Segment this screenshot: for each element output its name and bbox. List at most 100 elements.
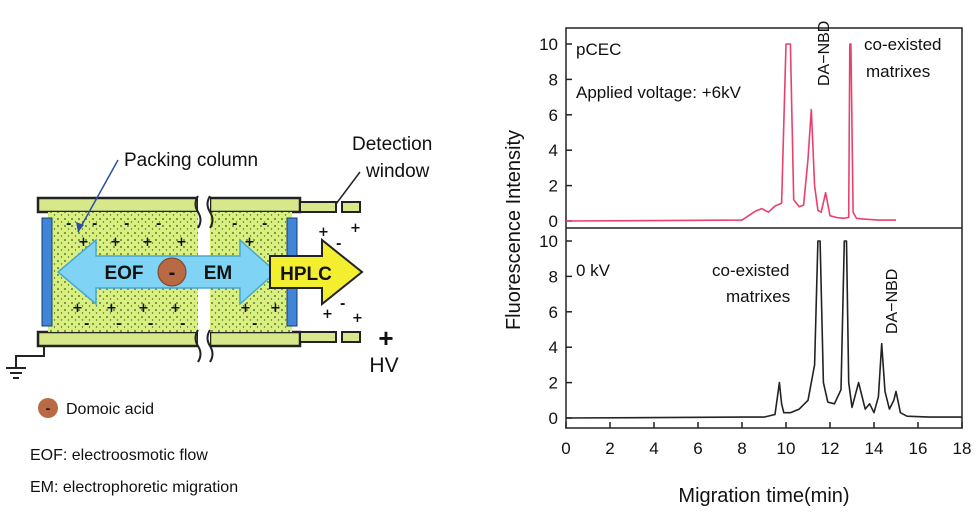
bottom-matrix-label-line2: matrixes: [726, 287, 790, 306]
chromatogram-trace: [565, 240, 962, 419]
detection-window-label-line2: window: [365, 161, 430, 182]
svg-text:+: +: [170, 301, 181, 316]
top-matrix-label-line1: co-existed: [864, 35, 941, 54]
particle-charge: -: [169, 262, 176, 284]
svg-text:+: +: [322, 307, 333, 322]
legend-em-definition: EM: electrophoretic migration: [30, 479, 238, 496]
top-panel: 0 2 4 6 8 10: [539, 35, 896, 231]
x-tick-label: 4: [649, 439, 658, 458]
packing-column-label: Packing column: [124, 150, 258, 171]
x-tick-label: 16: [909, 439, 928, 458]
y-tick-label: 4: [549, 141, 558, 160]
y-tick-label: 4: [549, 338, 558, 357]
legend-marker-charge: -: [46, 400, 51, 416]
svg-text:-: -: [92, 217, 97, 232]
svg-text:-: -: [116, 317, 121, 332]
svg-text:+: +: [106, 301, 117, 316]
y-axis-title: Fluorescence Intensity: [503, 130, 525, 330]
svg-text:-: -: [252, 317, 257, 332]
column-schematic: ------ +++++ ++++++ ----- +-++-+ EOF EM …: [6, 134, 432, 496]
bottom-panel: 0 2 4 6 8 10: [539, 232, 962, 428]
svg-text:+: +: [110, 235, 121, 250]
svg-text:-: -: [336, 237, 341, 252]
y-tick-label: 2: [549, 374, 558, 393]
svg-text:+: +: [78, 235, 89, 250]
column-bottom-wall: [36, 330, 200, 348]
chromatogram-chart: 0 2 4 6 8 10 0 2 4 6 8 10 0 2 4 6 8 10 12 14 16 18 pCEC App…: [503, 21, 971, 507]
svg-text:+: +: [318, 225, 329, 240]
svg-text:-: -: [262, 217, 267, 232]
x-tick-label: 2: [605, 439, 614, 458]
y-tick-label: 10: [539, 35, 558, 54]
legend-domoic-acid: Domoic acid: [66, 401, 154, 418]
wall-charges: ------ +++++ ++++++ ----- +-++-+: [66, 217, 363, 332]
svg-text:-: -: [180, 317, 185, 332]
bottom-matrix-label-line1: co-existed: [712, 261, 789, 280]
hplc-arrow: [269, 237, 364, 307]
packing-column-pointer: [77, 159, 119, 233]
svg-text:-: -: [232, 217, 237, 232]
top-panel-voltage: Applied voltage: +6kV: [576, 83, 742, 102]
x-tick-label: 6: [693, 439, 702, 458]
pointer-arrowhead: [76, 222, 84, 232]
chromatogram-trace: [565, 43, 896, 222]
top-matrix-label-line2: matrixes: [866, 62, 930, 81]
svg-text:+: +: [240, 301, 251, 316]
y-tick-label: 8: [549, 70, 558, 89]
column-top-wall: [36, 196, 200, 214]
ground-symbol: [6, 346, 45, 379]
bottom-panel-title: 0 kV: [576, 261, 611, 280]
column-top-wall: [208, 196, 302, 214]
svg-text:+: +: [270, 301, 281, 316]
svg-text:-: -: [156, 217, 161, 232]
x-tick-label: 12: [821, 439, 840, 458]
domoic-acid-particle: [157, 257, 187, 287]
svg-text:+: +: [352, 311, 363, 326]
x-axis-title: Migration time(min): [678, 485, 849, 507]
svg-text:+: +: [72, 301, 83, 316]
break-line: [194, 329, 202, 363]
outlet-bottom-wall: [341, 331, 361, 343]
svg-text:-: -: [340, 297, 345, 312]
svg-text:+: +: [350, 221, 361, 236]
domoic-acid-legend-marker: [38, 398, 58, 418]
outlet-top-wall: [341, 201, 361, 213]
break-line: [206, 195, 214, 229]
legend-eof-definition: EOF: electroosmotic flow: [30, 447, 208, 464]
hplc-arrow-label: HPLC: [280, 264, 332, 285]
svg-text:-: -: [124, 217, 129, 232]
inlet-frit: [41, 217, 53, 327]
top-da-nbd-label: DA−NBD: [816, 21, 833, 86]
hv-plus: +: [378, 323, 393, 353]
x-tick-label: 10: [777, 439, 796, 458]
x-axis: 0 2 4 6 8 10 12 14 16 18: [561, 422, 971, 458]
svg-text:+: +: [138, 301, 149, 316]
eof-arrow-label: EOF: [104, 263, 143, 284]
y-tick-label: 10: [539, 232, 558, 251]
hv-label: HV: [369, 354, 398, 377]
column-bottom-wall: [208, 330, 302, 348]
y-tick-label: 6: [549, 303, 558, 322]
svg-text:+: +: [176, 235, 187, 250]
outlet-bottom-wall: [299, 331, 337, 343]
svg-text:+: +: [142, 235, 153, 250]
svg-text:-: -: [66, 217, 71, 232]
top-panel-title: pCEC: [576, 40, 621, 59]
y-tick-label: 0: [549, 409, 558, 428]
y-tick-label: 6: [549, 106, 558, 125]
x-tick-label: 0: [561, 439, 570, 458]
y-tick-label: 0: [549, 212, 558, 231]
x-tick-label: 14: [865, 439, 884, 458]
x-tick-label: 18: [953, 439, 972, 458]
y-tick-label: 8: [549, 267, 558, 286]
svg-text:-: -: [148, 317, 153, 332]
bottom-da-nbd-label: DA−NBD: [884, 269, 901, 334]
svg-text:-: -: [84, 317, 89, 332]
y-tick-label: 2: [549, 177, 558, 196]
outlet-top-wall: [299, 201, 337, 213]
detection-window-pointer: [335, 171, 361, 205]
x-tick-label: 8: [737, 439, 746, 458]
break-line: [194, 195, 202, 229]
em-arrow-label: EM: [204, 263, 233, 284]
